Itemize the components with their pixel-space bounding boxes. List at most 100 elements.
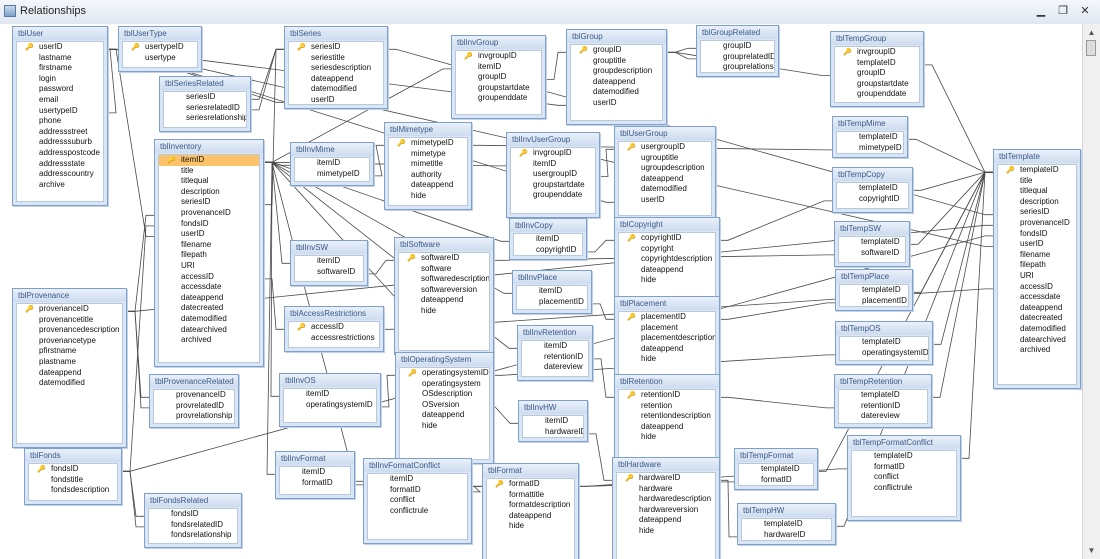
field-row[interactable]: itemID (280, 467, 350, 478)
field-row[interactable]: hide (619, 275, 715, 286)
field-row[interactable]: accessID (998, 282, 1076, 293)
table-title[interactable]: tblRetention (615, 375, 719, 388)
table-title[interactable]: tblFondsRelated (145, 494, 241, 507)
relationship-line[interactable] (720, 479, 737, 538)
table-title[interactable]: tblFormat (483, 464, 578, 477)
field-row[interactable]: datecreated (998, 313, 1076, 324)
table-title[interactable]: tblTempCopy (833, 168, 912, 181)
field-row[interactable]: datereview (522, 362, 588, 373)
field-row[interactable]: hide (487, 521, 574, 532)
table-title[interactable]: tblProvenance (13, 289, 126, 302)
field-row[interactable]: hide (619, 354, 715, 365)
table-title[interactable]: tblInvGroup (452, 36, 545, 49)
field-row[interactable]: addresscountry (17, 169, 103, 180)
table-title[interactable]: tblInvFormatConflict (364, 459, 471, 472)
table-title[interactable]: tblGroup (567, 30, 666, 43)
relationship-line[interactable] (264, 278, 284, 330)
field-row[interactable]: templateID (852, 451, 956, 462)
field-row[interactable]: provenanceID (998, 218, 1076, 229)
table-title[interactable]: tblMimetype (385, 123, 471, 136)
field-row[interactable]: 🔑groupID (571, 45, 662, 56)
field-row[interactable]: description (998, 197, 1076, 208)
field-row[interactable]: retentionID (522, 352, 588, 363)
field-row[interactable]: datemodified (17, 378, 122, 389)
relationship-line[interactable] (720, 302, 835, 320)
field-row[interactable]: software (399, 264, 489, 275)
field-row[interactable]: groupenddate (835, 89, 919, 100)
field-row[interactable]: description (159, 187, 259, 198)
field-row[interactable]: dateappend (619, 265, 715, 276)
field-row[interactable]: templateID (837, 183, 908, 194)
field-row[interactable]: mimetype (389, 149, 467, 160)
field-row[interactable]: hide (389, 191, 467, 202)
field-row[interactable]: 🔑placementID (619, 312, 715, 323)
field-row[interactable]: formatID (280, 478, 350, 489)
field-row[interactable]: dateappend (399, 295, 489, 306)
relationship-line[interactable] (127, 224, 993, 312)
field-row[interactable]: dateappend (487, 511, 574, 522)
field-row[interactable]: 🔑mimetypeID (389, 138, 467, 149)
table-title[interactable]: tblUserType (119, 27, 201, 40)
field-row[interactable]: softwareID (295, 267, 363, 278)
field-row[interactable]: conflictrule (852, 483, 956, 494)
field-row[interactable]: 🔑copyrightID (619, 233, 715, 244)
field-row[interactable]: usertype (123, 53, 197, 64)
field-row[interactable]: groupstartdate (511, 180, 595, 191)
field-row[interactable]: dateappend (619, 422, 715, 433)
field-row[interactable]: OSdescription (400, 389, 489, 400)
field-row[interactable]: fondsdescription (29, 485, 117, 496)
table-title[interactable]: tblUser (13, 27, 107, 40)
field-row[interactable]: retentiondescription (619, 411, 715, 422)
field-row[interactable]: seriesrelationship (164, 113, 246, 124)
field-row[interactable]: provenancetitle (17, 315, 122, 326)
field-row[interactable]: login (17, 74, 103, 85)
field-row[interactable]: addressstate (17, 159, 103, 170)
relationship-line[interactable] (546, 51, 566, 80)
field-row[interactable]: userID (289, 95, 383, 104)
field-row[interactable]: provrelationship (154, 411, 234, 422)
field-row[interactable]: ugroupdescription (619, 163, 711, 174)
field-row[interactable]: dateappend (617, 515, 715, 526)
table-title[interactable]: tblTempHW (738, 504, 835, 517)
relationship-line[interactable] (368, 259, 394, 275)
field-row[interactable]: archived (159, 335, 259, 346)
field-row[interactable]: accessdate (998, 292, 1076, 303)
field-row[interactable]: userID (571, 98, 662, 109)
field-row[interactable]: dateappend (400, 410, 489, 421)
field-row[interactable]: itemID (295, 158, 369, 169)
table-title[interactable]: tblTempRetention (835, 375, 931, 388)
relationship-line[interactable] (720, 200, 832, 241)
field-row[interactable]: usertypeID (17, 106, 103, 117)
field-row[interactable]: addressstreet (17, 127, 103, 138)
field-row[interactable]: datemodified (998, 324, 1076, 335)
field-row[interactable]: datemodified (619, 184, 711, 195)
field-row[interactable]: filename (998, 250, 1076, 261)
relationship-line[interactable] (932, 171, 993, 398)
field-row[interactable]: lastname (17, 53, 103, 64)
